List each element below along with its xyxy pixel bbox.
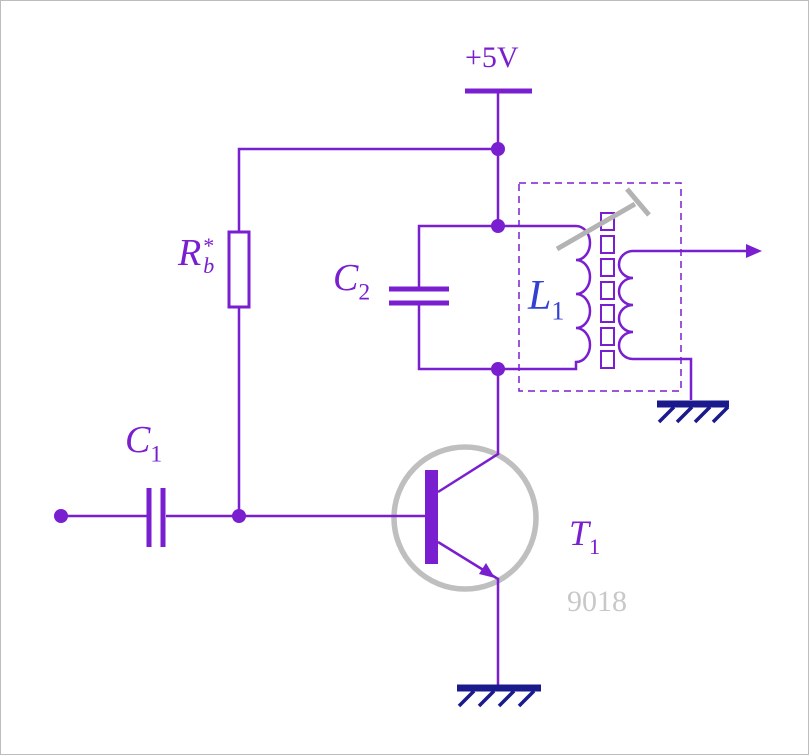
junction-dot (491, 219, 505, 233)
label-c2: C2 (333, 257, 370, 304)
label-supply-voltage: +5V (465, 43, 519, 73)
c2-symbol: C (333, 257, 359, 299)
ground-symbol-right (657, 400, 730, 424)
ground-hatching (457, 689, 536, 708)
junction-dot (491, 362, 505, 376)
t1-subscript: 1 (589, 533, 601, 559)
transformer-dashed-box (518, 182, 682, 392)
core-segment (600, 304, 615, 323)
rb-symbol: R (178, 232, 202, 274)
label-c1: C1 (125, 419, 162, 466)
label-l1: L1 (528, 273, 564, 324)
secondary-ground-wire (633, 357, 693, 400)
c2-subscript: 2 (358, 279, 371, 306)
rb-superscript: * (203, 233, 215, 258)
rb-subscript: b (203, 253, 215, 278)
primary-winding (498, 224, 592, 371)
c2-top-wire (417, 224, 498, 287)
part-number-text: 9018 (567, 585, 627, 618)
output-arrow-icon (746, 244, 762, 258)
junction-dot (491, 142, 505, 156)
junction-dot (232, 509, 246, 523)
t1-symbol: T (569, 513, 590, 553)
supply-voltage-text: +5V (465, 41, 519, 74)
core-segment (600, 258, 615, 277)
label-rb: R*b (178, 232, 215, 278)
emitter-wire (437, 540, 500, 685)
ground-symbol-emitter (457, 684, 541, 708)
core-segment (600, 327, 615, 346)
transformer-core (600, 212, 615, 369)
transistor-base-bar (425, 470, 438, 564)
resistor-rb-body (227, 230, 251, 309)
input-terminal-dot (54, 509, 68, 523)
l1-symbol: L (528, 273, 552, 319)
label-part-number: 9018 (567, 587, 627, 617)
label-t1: T1 (569, 513, 600, 558)
core-segment (600, 350, 615, 369)
tuning-slug-icon (555, 187, 651, 252)
secondary-winding (617, 249, 634, 361)
top-rail-wire (237, 147, 498, 232)
collector-wire (437, 369, 500, 494)
c2-bottom-wire (417, 305, 498, 371)
c1-subscript: 1 (150, 441, 163, 468)
core-segment (600, 281, 615, 300)
l1-subscript: 1 (551, 296, 565, 326)
ground-hatching (657, 405, 730, 424)
rb-sup-sub: *b (203, 233, 215, 278)
emitter-arrow-icon (479, 563, 495, 578)
c1-symbol: C (125, 419, 151, 461)
transistor-body-circle (391, 444, 539, 592)
core-segment (600, 235, 615, 254)
